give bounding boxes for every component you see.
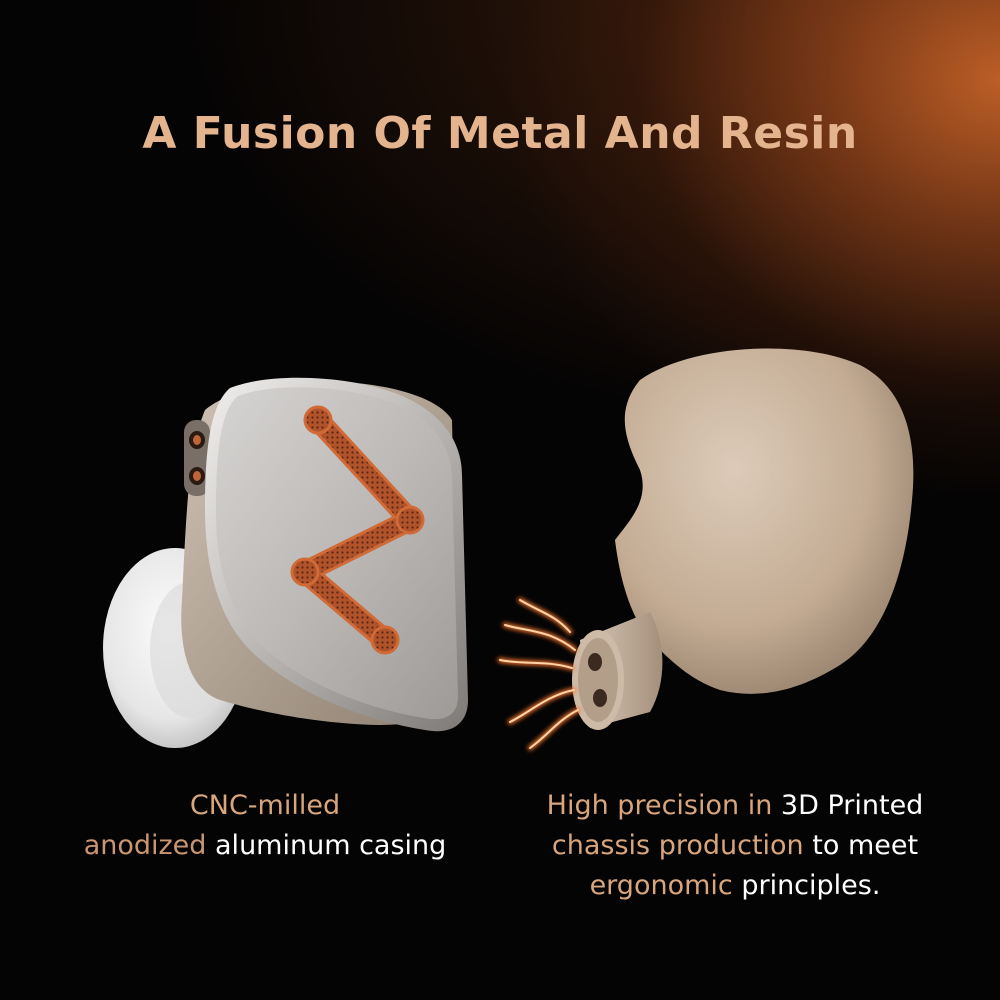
right-caption-line-2: chassis production to meet: [510, 826, 960, 866]
copper-mesh-accent: [290, 405, 425, 655]
right-caption-line-2a: chassis production: [551, 830, 813, 861]
sound-nozzle: [572, 612, 663, 730]
right-caption-line-3a: ergonomic: [589, 870, 742, 901]
right-caption-line-3b: principles.: [741, 870, 881, 901]
left-caption-line-1: CNC-milled: [189, 790, 341, 821]
resin-shell: [615, 348, 914, 694]
left-caption-line-2b: aluminum casing: [215, 830, 447, 861]
left-caption: CNC-milled anodized aluminum casing: [40, 786, 490, 866]
sound-wave-lines: [497, 597, 581, 751]
right-caption-line-3: ergonomic principles.: [510, 866, 960, 906]
left-caption-line-2: anodized aluminum casing: [40, 826, 490, 866]
headline: A Fusion Of Metal And Resin: [142, 108, 858, 159]
left-caption-line-2a: anodized: [83, 830, 216, 861]
right-caption-line-1b: 3D Printed: [780, 790, 924, 821]
right-caption-line-1a: High precision in: [546, 790, 781, 821]
right-caption-line-1: High precision in 3D Printed: [510, 786, 960, 826]
right-caption: High precision in 3D Printed chassis pro…: [510, 786, 960, 906]
connector-pins: [184, 420, 210, 496]
right-caption-line-2b: to meet: [812, 830, 919, 861]
